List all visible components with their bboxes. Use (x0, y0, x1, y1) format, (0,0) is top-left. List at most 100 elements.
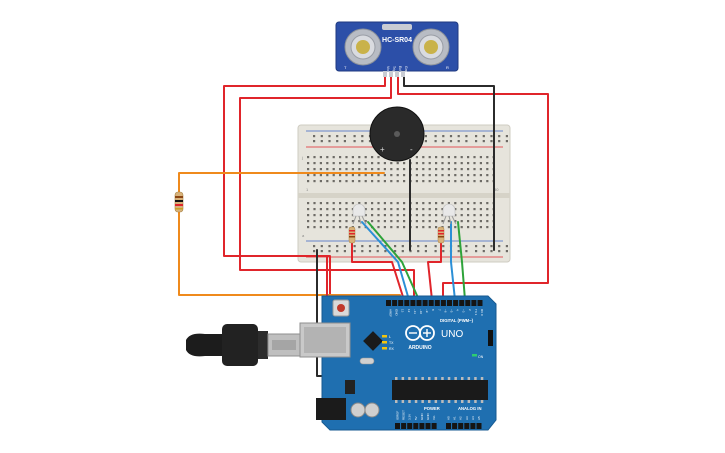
breadboard-hole[interactable] (435, 208, 438, 211)
breadboard-hole[interactable] (415, 208, 418, 211)
breadboard-hole[interactable] (332, 180, 335, 183)
breadboard-hole[interactable] (326, 156, 329, 159)
breadboard-hole[interactable] (332, 226, 335, 229)
rail-hole[interactable] (457, 135, 460, 138)
breadboard-hole[interactable] (467, 180, 470, 183)
breadboard-hole[interactable] (435, 214, 438, 217)
breadboard-hole[interactable] (383, 162, 386, 165)
breadboard-hole[interactable] (473, 226, 476, 229)
breadboard-hole[interactable] (332, 168, 335, 171)
breadboard-hole[interactable] (473, 156, 476, 159)
breadboard-hole[interactable] (460, 220, 463, 223)
breadboard-hole[interactable] (377, 156, 380, 159)
breadboard-hole[interactable] (396, 220, 399, 223)
breadboard-hole[interactable] (403, 226, 406, 229)
breadboard-hole[interactable] (428, 156, 431, 159)
breadboard-hole[interactable] (415, 226, 418, 229)
resistor-left[interactable] (174, 191, 184, 213)
rail-hole[interactable] (343, 135, 346, 138)
breadboard-hole[interactable] (460, 202, 463, 205)
breadboard-hole[interactable] (307, 226, 310, 229)
breadboard-hole[interactable] (371, 162, 374, 165)
breadboard-hole[interactable] (479, 156, 482, 159)
breadboard-hole[interactable] (422, 220, 425, 223)
breadboard-hole[interactable] (441, 220, 444, 223)
rail-hole[interactable] (376, 250, 379, 253)
breadboard-hole[interactable] (486, 202, 489, 205)
rail-hole[interactable] (394, 250, 397, 253)
rail-hole[interactable] (434, 245, 437, 248)
breadboard-hole[interactable] (441, 180, 444, 183)
breadboard-hole[interactable] (454, 156, 457, 159)
header-pin[interactable] (398, 300, 404, 306)
rail-hole[interactable] (417, 250, 420, 253)
breadboard-hole[interactable] (358, 174, 361, 177)
breadboard-hole[interactable] (428, 168, 431, 171)
rail-hole[interactable] (457, 140, 460, 143)
breadboard-hole[interactable] (339, 208, 342, 211)
rgb-led-1[interactable] (352, 203, 367, 225)
breadboard-hole[interactable] (313, 180, 316, 183)
rail-hole[interactable] (434, 135, 437, 138)
breadboard-hole[interactable] (473, 208, 476, 211)
breadboard-hole[interactable] (351, 180, 354, 183)
rail-hole[interactable] (313, 245, 316, 248)
rail-hole[interactable] (361, 140, 364, 143)
header-pin[interactable] (446, 423, 451, 429)
breadboard-hole[interactable] (326, 214, 329, 217)
header-pin[interactable] (392, 300, 398, 306)
rail-hole[interactable] (320, 245, 323, 248)
breadboard-hole[interactable] (307, 174, 310, 177)
breadboard-hole[interactable] (313, 226, 316, 229)
header-pin[interactable] (471, 300, 477, 306)
rail-hole[interactable] (434, 140, 437, 143)
rail-hole[interactable] (482, 140, 485, 143)
rail-hole[interactable] (442, 135, 445, 138)
breadboard-hole[interactable] (467, 202, 470, 205)
breadboard-hole[interactable] (428, 226, 431, 229)
breadboard-hole[interactable] (460, 168, 463, 171)
rail-hole[interactable] (475, 140, 478, 143)
breadboard-hole[interactable] (332, 220, 335, 223)
breadboard-hole[interactable] (415, 156, 418, 159)
header-pin[interactable] (401, 423, 407, 429)
breadboard-hole[interactable] (467, 168, 470, 171)
breadboard-hole[interactable] (447, 202, 450, 205)
rail-hole[interactable] (361, 245, 364, 248)
header-pin[interactable] (459, 300, 465, 306)
breadboard-hole[interactable] (435, 168, 438, 171)
header-pin[interactable] (416, 300, 422, 306)
rail-hole[interactable] (482, 250, 485, 253)
breadboard-hole[interactable] (415, 202, 418, 205)
breadboard-hole[interactable] (454, 214, 457, 217)
rail-hole[interactable] (465, 135, 468, 138)
breadboard-hole[interactable] (479, 226, 482, 229)
breadboard-hole[interactable] (364, 174, 367, 177)
header-pin[interactable] (395, 423, 400, 429)
breadboard-hole[interactable] (460, 214, 463, 217)
breadboard-hole[interactable] (377, 214, 380, 217)
rail-hole[interactable] (490, 245, 493, 248)
rail-hole[interactable] (353, 245, 356, 248)
breadboard-hole[interactable] (364, 168, 367, 171)
rail-hole[interactable] (336, 250, 339, 253)
breadboard-hole[interactable] (460, 180, 463, 183)
breadboard-hole[interactable] (422, 214, 425, 217)
breadboard-hole[interactable] (441, 156, 444, 159)
rail-hole[interactable] (424, 140, 427, 143)
breadboard-hole[interactable] (326, 202, 329, 205)
breadboard-hole[interactable] (460, 156, 463, 159)
breadboard-hole[interactable] (479, 208, 482, 211)
breadboard-hole[interactable] (454, 174, 457, 177)
breadboard-hole[interactable] (319, 220, 322, 223)
header-pin[interactable] (447, 300, 452, 306)
breadboard-hole[interactable] (345, 208, 348, 211)
rail-hole[interactable] (368, 140, 372, 143)
breadboard-hole[interactable] (435, 226, 438, 229)
rail-hole[interactable] (490, 135, 493, 138)
breadboard-hole[interactable] (319, 162, 322, 165)
breadboard-hole[interactable] (377, 202, 380, 205)
breadboard-hole[interactable] (307, 168, 310, 171)
rail-hole[interactable] (353, 135, 356, 138)
